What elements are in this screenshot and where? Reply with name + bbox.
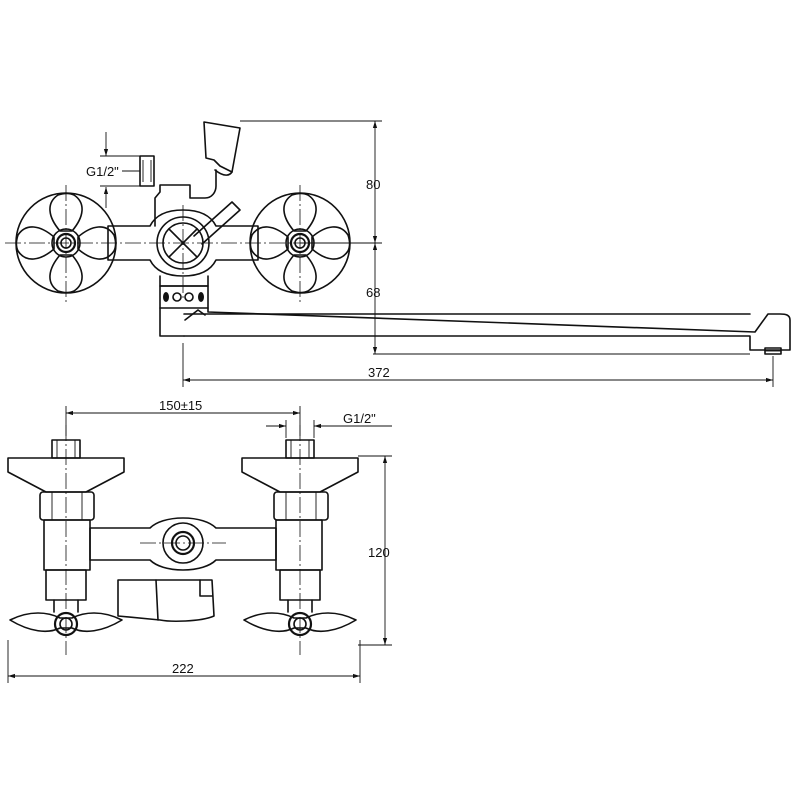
front-diverter-ring	[162, 522, 204, 564]
front-body	[89, 517, 277, 571]
shower-holder	[203, 121, 241, 173]
thread-top-label: G1/2"	[86, 164, 119, 179]
spout-joint	[184, 309, 206, 321]
left-cross-lever	[9, 612, 123, 633]
shower-outlet-pipe	[154, 169, 217, 227]
right-nut	[273, 491, 329, 521]
top-view: 80 68 372 G1/2"	[5, 120, 791, 387]
diverter-outer	[156, 216, 210, 270]
front-spout-base	[117, 579, 215, 622]
diverter-lever	[193, 201, 241, 245]
shower-holder-neck	[214, 169, 233, 176]
lower-body-left	[159, 307, 185, 337]
dim-120-label: 120	[368, 545, 390, 560]
dim-68-label: 68	[366, 285, 380, 300]
dim-372-label: 372	[368, 365, 390, 380]
lower-body-top	[159, 275, 209, 287]
dim-150-label: 150±15	[159, 398, 202, 413]
dim-80-label: 80	[366, 177, 380, 192]
diverter-cross-b	[168, 228, 198, 258]
dim-222-label: 222	[172, 661, 194, 676]
top-body	[107, 209, 259, 277]
lower-body-band	[159, 285, 209, 309]
thread-side-label: G1/2"	[343, 411, 376, 426]
right-cross-lever	[243, 612, 357, 633]
left-valve	[7, 439, 125, 637]
front-view: 150±15 G1/2" 120 222	[7, 398, 392, 683]
thread-fitting-top	[139, 155, 155, 187]
spout	[183, 307, 791, 351]
left-nut	[39, 491, 95, 521]
